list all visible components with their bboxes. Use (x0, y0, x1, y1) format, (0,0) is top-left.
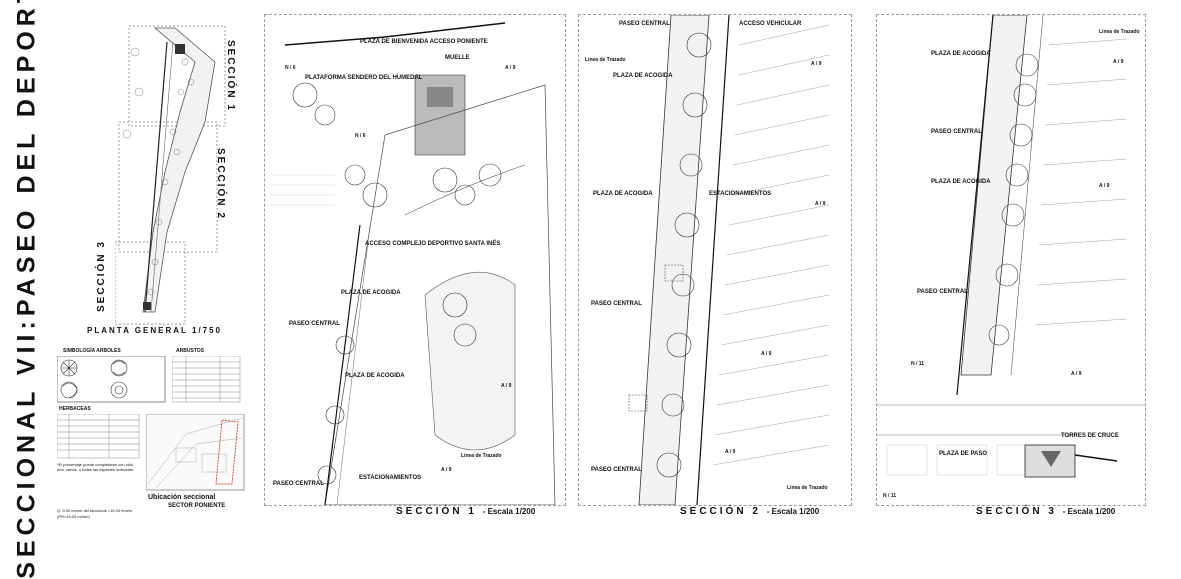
plan-general-title: PLANTA GENERAL 1/750 (87, 326, 222, 335)
sheet-title: SECCIONAL VII:PASEO DEL DEPORTE (12, 0, 41, 579)
s2-grid-mark-4: A / 9 (725, 449, 736, 455)
s3-grid-mark-5: N / 11 (883, 493, 897, 499)
s3-label-plaza-paso: PLAZA DE PASO (939, 451, 988, 457)
s1-grid-mark-5: A / 9 (441, 467, 452, 473)
shrubs-table (172, 356, 241, 403)
s1-label-plataforma: PLATAFORMA SENDERO DEL HUMEDAL (305, 75, 423, 81)
s2-label-paseo-central-1: PASEO CENTRAL (619, 21, 670, 27)
s1-label-acceso-complejo: ACCESO COMPLEJO DEPORTIVO SANTA INÉS (365, 241, 501, 247)
s3-label-paseo-central-2: PASEO CENTRAL (917, 289, 968, 295)
s1-label-plaza-acogida-2: PLAZA DE ACOGIDA (345, 373, 405, 379)
location-map (146, 414, 246, 492)
plan-general-drawing (115, 25, 226, 325)
s3-label-torres-cruce: TORRES DE CRUCE (1061, 433, 1119, 439)
legend-trees-title: SIMBOLOGÍA ARBOLES (63, 348, 121, 354)
legend-note: *El porcentaje puede completarse con sól… (57, 462, 134, 472)
s2-label-acceso-vehicular: ACCESO VEHICULAR (739, 21, 802, 27)
s1-label-plaza-bienvenida: PLAZA DE BIENVENIDA ACCESO PONIENTE (360, 39, 488, 45)
section-3-drawing (877, 15, 1145, 478)
s3-grid-mark-4: N / 11 (911, 361, 925, 367)
section-3-sheet: PLAZA DE ACOGIDA PASEO CENTRAL PLAZA DE … (876, 14, 1146, 506)
s1-grid-mark-4: A / 9 (501, 383, 512, 389)
s2-grid-mark-2: A / 9 (815, 201, 826, 207)
s2-label-plaza-acogida-2: PLAZA DE ACOGIDA (593, 191, 653, 197)
plan-section-3-label: SECCIÓN 3 (96, 240, 107, 312)
location-subtitle: SECTOR PONIENTE (168, 503, 226, 509)
legend-herbs: HERBACEAS *El porcentaje puede completar… (57, 406, 142, 476)
s1-label-estacionamientos: ESTACIONAMIENTOS (359, 475, 422, 481)
section-1-sheet: PLAZA DE BIENVENIDA ACCESO PONIENTE PLAT… (264, 14, 566, 506)
s1-label-plaza-acogida-1: PLAZA DE ACOGIDA (341, 290, 401, 296)
s1-label-linea-trazado: Línea de Trazado (461, 453, 502, 459)
s1-grid-mark-1: N / 6 (285, 65, 296, 71)
s2-label-estacionamientos: ESTACIONAMIENTOS (709, 191, 772, 197)
s2-grid-mark-3: A / 9 (761, 351, 772, 357)
plan-section-2-label: SECCIÓN 2 (215, 148, 226, 220)
s3-label-linea-trazado: Línea de Trazado (1099, 29, 1140, 35)
s3-grid-mark-2: A / 9 (1099, 183, 1110, 189)
s2-label-paseo-central-3: PASEO CENTRAL (591, 467, 642, 473)
s3-grid-mark-3: A / 9 (1071, 371, 1082, 377)
s3-label-plaza-acogida-2: PLAZA DE ACOGIDA (931, 179, 991, 185)
s1-label-paseo-central-1: PASEO CENTRAL (289, 321, 340, 327)
plan-section-1-label: SECCIÓN 1 (225, 40, 236, 112)
s2-label-linea-trazado-2: Línea de Trazado (787, 485, 828, 491)
herbs-table (57, 414, 140, 459)
section-1-drawing (270, 22, 556, 505)
s3-label-paseo-central-1: PASEO CENTRAL (931, 129, 982, 135)
legend-trees: SIMBOLOGÍA ARBOLES (57, 348, 167, 404)
sheet-title-vertical: SECCIONAL VII:PASEO DEL DEPORTE (4, 0, 50, 579)
s2-label-paseo-central-2: PASEO CENTRAL (591, 301, 642, 307)
s1-grid-mark-3: A / 9 (505, 65, 516, 71)
s1-label-paseo-central-2: PASEO CENTRAL (273, 481, 324, 487)
section-3-title: SECCIÓN 3 - Escala 1/200 (976, 506, 1116, 517)
footer-line-2: (PR=15.00 m/mm) (57, 514, 90, 519)
location-map-drawing (146, 414, 245, 491)
legend-shrubs: ARBUSTOS (172, 348, 242, 404)
location-title: Ubicación seccional (148, 494, 216, 501)
section-1-title: SECCIÓN 1 - Escala 1/200 (396, 506, 536, 517)
s2-grid-mark-1: A / 9 (811, 61, 822, 67)
section-2-sheet: PASEO CENTRAL ACCESO VEHICULAR PLAZA DE … (578, 14, 852, 506)
s2-label-plaza-acogida-1: PLAZA DE ACOGIDA (613, 73, 673, 79)
tree-symbols (57, 356, 166, 403)
legend-shrubs-title: ARBUSTOS (176, 348, 204, 354)
s2-label-linea-trazado-1: Línea de Trazado (585, 57, 626, 63)
section-2-drawing (628, 15, 830, 505)
section-2-title: SECCIÓN 2 - Escala 1/200 (680, 506, 820, 517)
s1-grid-mark-2: N / 6 (355, 133, 366, 139)
plan-general-area (115, 22, 235, 327)
s1-label-muelle: MUELLE (445, 55, 470, 61)
footer-line-1: Q: 9.00 m/mm del seccional =15.00 mm/m (57, 508, 133, 513)
legend-herbs-title: HERBACEAS (59, 406, 91, 412)
s3-grid-mark-1: A / 9 (1113, 59, 1124, 65)
s3-label-plaza-acogida-1: PLAZA DE ACOGIDA (931, 51, 991, 57)
